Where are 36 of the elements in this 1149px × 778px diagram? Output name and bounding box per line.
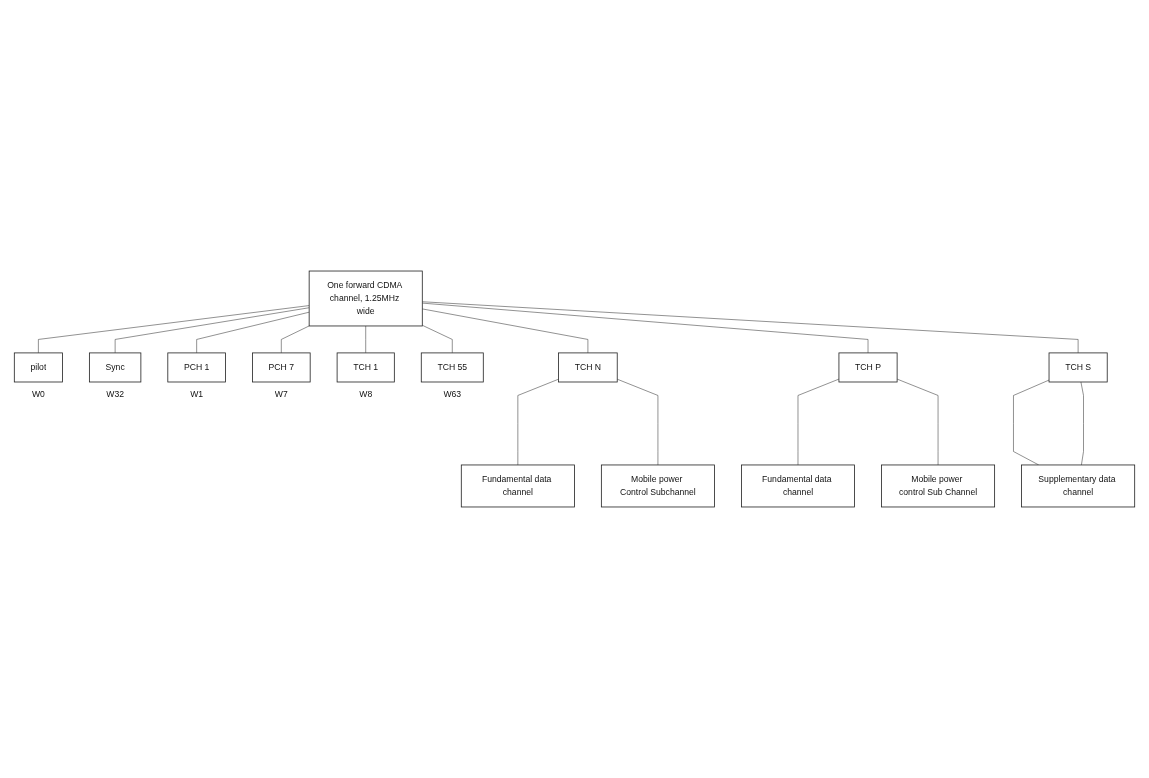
- node-label: W7: [274, 389, 288, 399]
- node-box: pilot: [13, 352, 63, 383]
- node-label: W32: [106, 389, 124, 399]
- node-label: W8: [359, 389, 373, 399]
- node-box: Fundamental data channel: [460, 464, 575, 508]
- connector: [422, 325, 453, 354]
- connector: [422, 302, 869, 354]
- node-box: PCH 7: [252, 352, 311, 383]
- connector: [616, 378, 659, 466]
- node-label: W0: [31, 389, 45, 399]
- connector: [1080, 381, 1084, 466]
- node-box: Fundamental data channel: [741, 464, 855, 508]
- node-box: TCH N: [558, 352, 618, 383]
- connector: [281, 325, 310, 354]
- connector: [422, 301, 1079, 354]
- connector: [797, 378, 840, 466]
- node-label: W63: [443, 389, 462, 399]
- connector: [1013, 379, 1050, 466]
- node-box: Sync: [89, 352, 142, 383]
- connector: [517, 378, 559, 466]
- connector: [422, 308, 589, 354]
- connector: [196, 311, 310, 354]
- node-box: TCH 55: [420, 352, 484, 383]
- connector: [114, 307, 310, 354]
- connector: [38, 305, 310, 354]
- node-box: PCH 1: [167, 352, 226, 383]
- node-box: Mobile power Control Subchannel: [600, 464, 715, 508]
- connector: [365, 325, 366, 354]
- node-box: One forward CDMA channel, 1.25MHz wide: [308, 270, 423, 327]
- node-box: Supplementary data channel: [1021, 464, 1136, 508]
- node-box: TCH 1: [336, 352, 395, 383]
- node-label: W1: [190, 389, 204, 399]
- node-box: TCH S: [1048, 352, 1108, 383]
- connector: [896, 378, 939, 466]
- node-box: Mobile power control Sub Channel: [881, 464, 996, 508]
- node-box: TCH P: [838, 352, 898, 383]
